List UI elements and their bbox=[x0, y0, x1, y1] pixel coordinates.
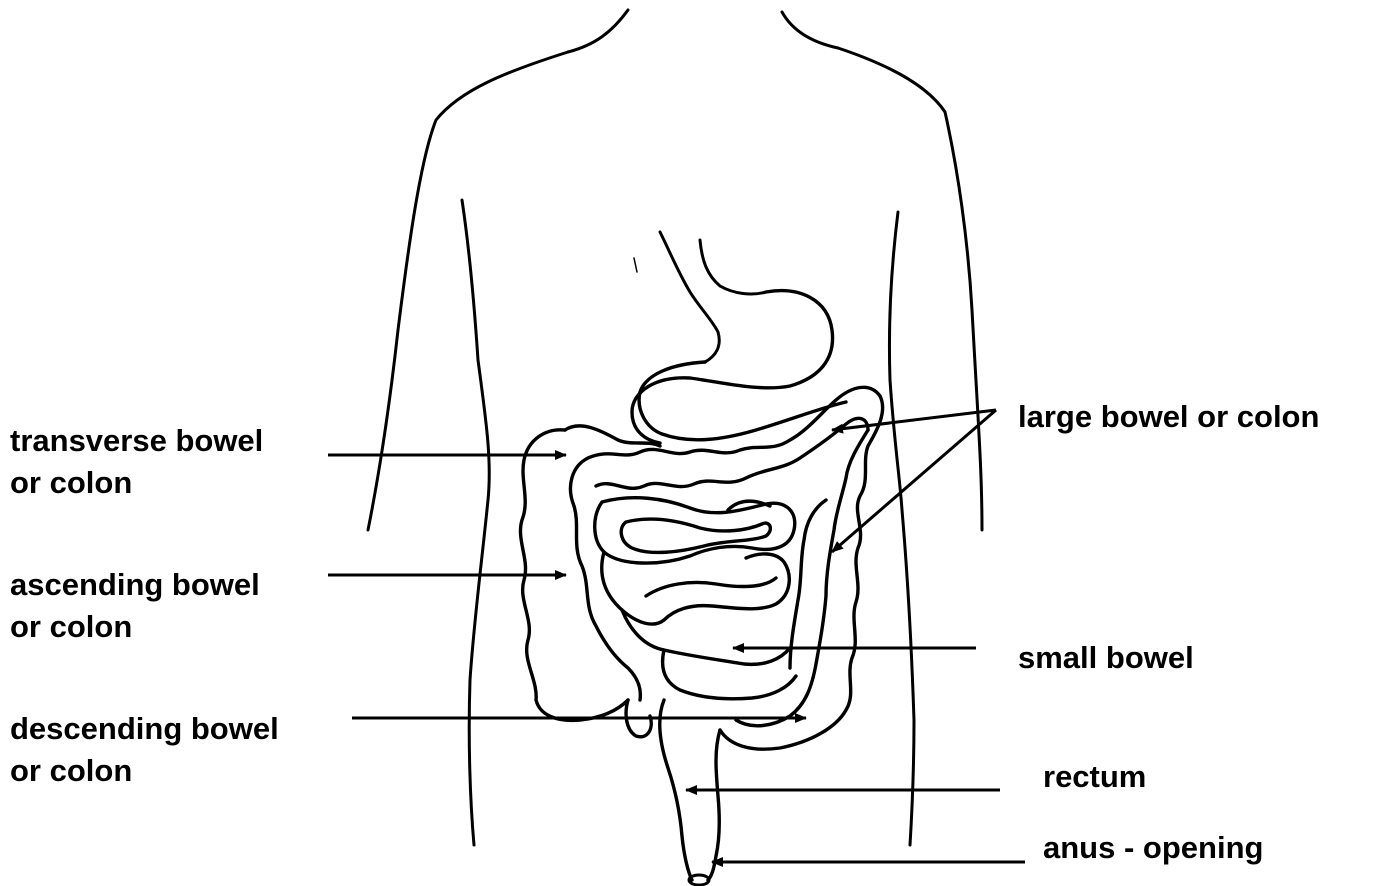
rectum-anus bbox=[660, 700, 720, 885]
esophagus-right bbox=[700, 240, 766, 294]
esophagus-left bbox=[660, 232, 719, 362]
small-bowel bbox=[595, 498, 796, 699]
ribs-mark bbox=[634, 258, 637, 272]
label-transverse-line1: transverse bowel bbox=[10, 420, 263, 462]
right-neck-line bbox=[782, 12, 838, 48]
right-shoulder-arm bbox=[838, 48, 982, 530]
label-ascending-line2: or colon bbox=[10, 606, 260, 648]
right-torso-line bbox=[889, 212, 914, 845]
label-transverse-line2: or colon bbox=[10, 462, 263, 504]
label-large-bowel: large bowel or colon bbox=[1018, 396, 1319, 438]
left-shoulder-arm bbox=[368, 52, 568, 530]
label-rectum: rectum bbox=[1043, 756, 1146, 798]
label-small-bowel: small bowel bbox=[1018, 637, 1194, 679]
label-ascending-colon: ascending bowel or colon bbox=[10, 564, 260, 648]
ascending-colon bbox=[520, 430, 651, 737]
label-descending-colon: descending bowel or colon bbox=[10, 708, 279, 792]
label-descending-line2: or colon bbox=[10, 750, 279, 792]
label-anus: anus - opening bbox=[1043, 827, 1263, 869]
label-descending-line1: descending bowel bbox=[10, 708, 279, 750]
arrow-large-bowel-b bbox=[832, 410, 996, 552]
label-ascending-line1: ascending bowel bbox=[10, 564, 260, 606]
label-transverse-colon: transverse bowel or colon bbox=[10, 420, 263, 504]
body-outline bbox=[368, 10, 982, 845]
left-neck-line bbox=[568, 10, 628, 52]
left-torso-line bbox=[462, 200, 489, 845]
